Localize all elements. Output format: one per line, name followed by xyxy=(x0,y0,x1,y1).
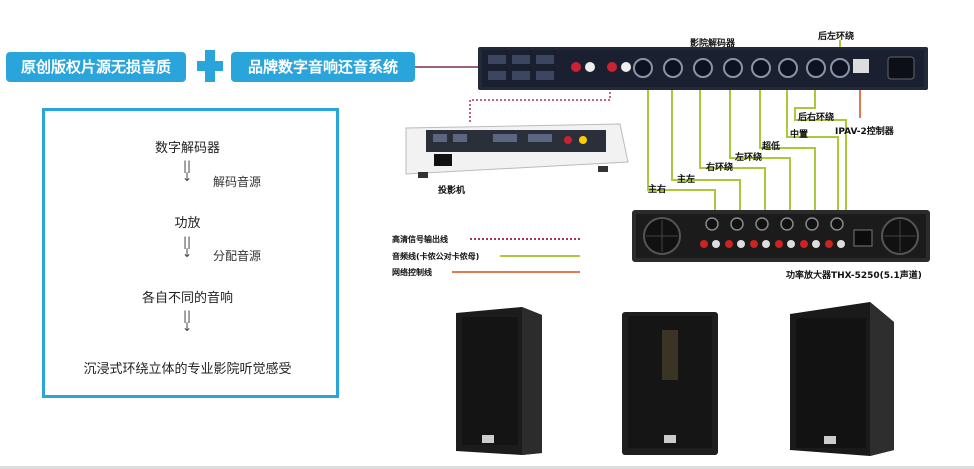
hdmi-cable xyxy=(469,92,611,122)
label-main-right: 主右 xyxy=(648,185,667,195)
flow-step-decoder: 数字解码器 xyxy=(154,141,220,156)
flow-arrow-1: ||↓ xyxy=(181,159,193,184)
plus-icon xyxy=(196,48,224,84)
legend-audio: 音频线(卡侬公对卡侬母) xyxy=(392,252,480,261)
decoder-label: 影院解码器 xyxy=(690,39,736,49)
legend-network: 网络控制线 xyxy=(392,268,432,277)
decoder-device xyxy=(478,47,928,90)
projector-device xyxy=(398,120,630,182)
label-center: 中置 xyxy=(790,130,809,140)
label-rear-left: 后左环绕 xyxy=(818,32,855,42)
projector-label: 投影机 xyxy=(438,186,466,196)
speaker-center xyxy=(620,310,720,457)
flow-arrow-2: ||↓ xyxy=(181,235,193,260)
bottom-divider xyxy=(0,466,974,469)
speaker-right xyxy=(784,300,896,457)
label-controller: IPAV-2控制器 xyxy=(835,127,894,137)
flow-step-amp: 功放 xyxy=(174,216,201,231)
speaker-left xyxy=(452,305,544,457)
amplifier-device xyxy=(632,210,930,262)
banner-left: 原创版权片源无损音质 xyxy=(6,52,186,82)
audio-cables xyxy=(647,40,847,210)
flow-arrow-3: ||↓ xyxy=(181,309,193,334)
label-rear-right: 后右环绕 xyxy=(798,113,835,123)
amplifier-label: 功率放大器THX-5250(5.1声道) xyxy=(786,271,922,281)
banner-right: 品牌数字音响还音系统 xyxy=(231,52,415,82)
label-sub: 超低 xyxy=(762,142,781,152)
label-surround-right: 右环绕 xyxy=(706,163,734,173)
flow-note-decode: 解码音源 xyxy=(213,175,262,189)
label-main-left: 主左 xyxy=(677,175,696,185)
legend-hdmi: 高清信号输出线 xyxy=(392,235,448,244)
flow-step-speakers: 各自不同的音响 xyxy=(141,291,233,306)
flow-note-distribute: 分配音源 xyxy=(213,249,262,263)
label-surround-left: 左环绕 xyxy=(735,153,763,163)
flow-box: 数字解码器 ||↓ 解码音源 功放 ||↓ 分配音源 各自不同的音响 ||↓ 沉… xyxy=(42,108,339,398)
flow-step-experience: 沉浸式环绕立体的专业影院听觉感受 xyxy=(83,362,292,377)
